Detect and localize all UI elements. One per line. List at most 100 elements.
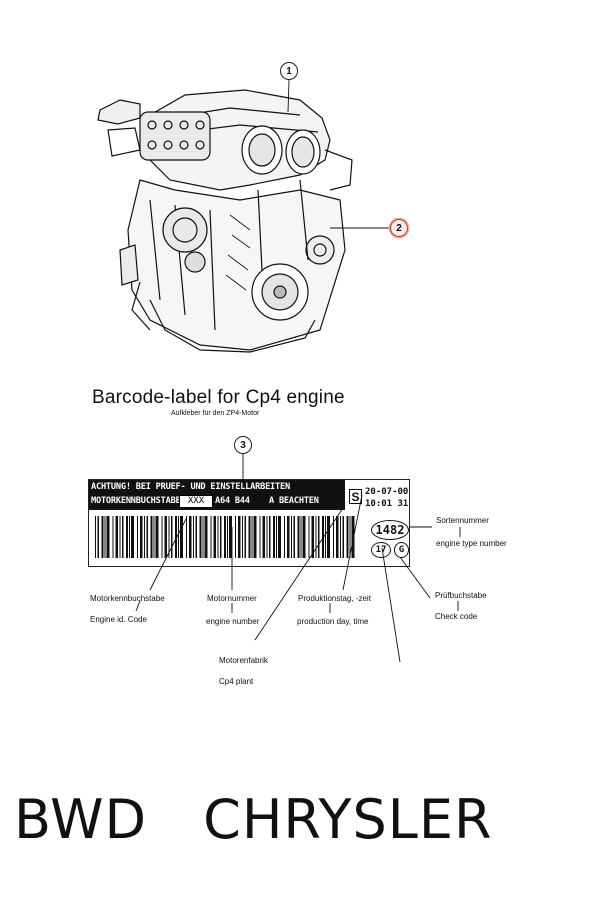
ann-check-code: Check code: [435, 612, 478, 621]
barcode-bar: [204, 516, 208, 558]
barcode-bar: [315, 516, 317, 558]
barcode-bar: [144, 516, 145, 558]
barcode-bar: [325, 516, 326, 558]
barcode-bar: [171, 516, 173, 558]
barcode-bar: [242, 516, 243, 558]
barcode-bar: [349, 516, 351, 558]
barcode-bar: [150, 516, 153, 558]
barcode-bar: [175, 516, 177, 558]
barcode-bar: [340, 516, 341, 558]
barcode-bar: [297, 516, 300, 558]
barcode-bar: [106, 516, 110, 558]
ann-sortennummer: Sortennummer: [436, 516, 489, 525]
barcode-bar: [189, 516, 192, 558]
barcode-bar: [259, 516, 261, 558]
barcode-bar: [126, 516, 128, 558]
barcode-bar: [351, 516, 355, 558]
barcode-bar: [178, 516, 179, 558]
barcode-bar: [202, 516, 204, 558]
barcode-bar: [122, 516, 124, 558]
barcode-bar: [229, 516, 232, 558]
barcode-bar: [300, 516, 302, 558]
barcode-bar: [244, 516, 246, 558]
barcode-bar: [278, 516, 281, 558]
barcode-bar: [104, 516, 106, 558]
callout-1: 1: [280, 62, 298, 80]
diagram-subtitle: Aufkleber für den ZP4-Motor: [171, 410, 260, 417]
barcode-bar: [238, 516, 241, 558]
barcode-bar: [210, 516, 212, 558]
barcode-bar: [248, 516, 251, 558]
barcode-bar: [140, 516, 143, 558]
barcode-bar: [336, 516, 339, 558]
barcode-bar: [199, 516, 202, 558]
warning-band: ACHTUNG! BEI PRUEF- UND EINSTELLARBEITEN…: [89, 480, 345, 510]
barcode-bar: [213, 516, 216, 558]
barcode-bar: [346, 516, 349, 558]
barcode-bar: [95, 516, 96, 558]
barcode-bar: [186, 516, 187, 558]
ann-produktionstag: Produktionstag, -zeit: [298, 594, 371, 603]
ann-motorkennbuchstabe: Motorkennbuchstabe: [90, 594, 165, 603]
barcode-bar: [342, 516, 344, 558]
barcode-bar: [161, 516, 163, 558]
barcode-bar: [293, 516, 295, 558]
barcode-bar: [273, 516, 275, 558]
barcode-bar: [224, 516, 226, 558]
ann-motornummer: Motornummer: [207, 594, 257, 603]
barcode-bar: [195, 516, 197, 558]
barcode-bar: [112, 516, 114, 558]
barcode-bar: [302, 516, 306, 558]
barcode-bar: [311, 516, 314, 558]
barcode-bar: [327, 516, 330, 558]
barcode-bar: [318, 516, 320, 558]
plant-code: 17: [371, 542, 391, 558]
barcode-bar: [217, 516, 219, 558]
production-date: 20-07-00: [365, 487, 409, 497]
barcode-bar: [119, 516, 121, 558]
barcode-bar: [164, 516, 167, 558]
barcode-bar: [322, 516, 324, 558]
warning-line-2: MOTORKENNBUCHSTABE: [91, 496, 181, 506]
barcode-bar: [220, 516, 222, 558]
barcode-bar: [153, 516, 155, 558]
engine-code-text: A64 B44: [215, 496, 250, 506]
barcode-bar: [251, 516, 253, 558]
ann-engine-number: engine number: [206, 617, 260, 626]
barcode-bar: [101, 516, 104, 558]
barcode-bar: [262, 516, 265, 558]
ann-production-day-time: production day, time: [297, 617, 369, 626]
barcode-bar: [333, 516, 334, 558]
barcode-bar: [291, 516, 292, 558]
barcode-bar: [193, 516, 194, 558]
barcode-bar: [115, 516, 118, 558]
engine-type-number: 1482: [371, 520, 409, 540]
redacted-engine-code: XXX: [179, 495, 213, 508]
ann-engine-id-code: Engine id. Code: [90, 615, 147, 624]
barcode-bar: [266, 516, 268, 558]
barcode-label: ACHTUNG! BEI PRUEF- UND EINSTELLARBEITEN…: [88, 479, 410, 567]
barcode-bar: [137, 516, 138, 558]
barcode-bar: [253, 516, 257, 558]
ann-engine-type-number: engine type number: [436, 539, 507, 548]
ann-pruefbuchstabe: Prüfbuchstabe: [435, 591, 487, 600]
warning-line-2-end: A BEACHTEN: [269, 496, 319, 506]
callout-3: 3: [234, 436, 252, 454]
warning-line-1: ACHTUNG! BEI PRUEF- UND EINSTELLARBEITEN: [91, 482, 290, 492]
barcode-bar: [287, 516, 290, 558]
barcode-bar: [97, 516, 99, 558]
barcode-bar: [168, 516, 170, 558]
engine-illustration: [97, 79, 390, 353]
brand-bwd: BWD: [14, 788, 148, 851]
barcode-bar: [180, 516, 183, 558]
callout-2-highlighted: 2: [390, 219, 408, 237]
barcode: [95, 516, 355, 558]
barcode-bar: [155, 516, 159, 558]
s-marker: S: [349, 489, 362, 504]
barcode-bar: [235, 516, 236, 558]
check-code: G: [394, 542, 409, 558]
ann-cp4-plant: Cp4 plant: [219, 677, 254, 686]
barcode-bar: [276, 516, 277, 558]
barcode-bar: [227, 516, 228, 558]
